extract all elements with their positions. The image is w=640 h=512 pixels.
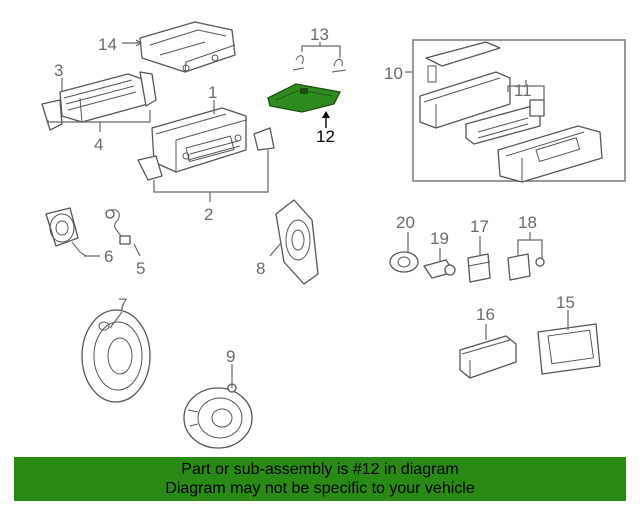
part-6-tweeter <box>45 207 87 257</box>
callout-6: 6 <box>104 247 113 266</box>
part-15-display-screen <box>537 323 601 375</box>
part-1-radio-unit <box>151 107 247 173</box>
part-17-relay <box>467 253 491 283</box>
part-12-circuit-board <box>267 83 341 113</box>
callout-15: 15 <box>556 293 575 312</box>
part-2-brackets <box>137 127 275 181</box>
part-5-harness <box>105 209 131 245</box>
callout-9: 9 <box>226 347 235 366</box>
callout-18: 18 <box>518 213 537 232</box>
parts-diagram: 14 3 4 13 12 1 2 10 <box>41 21 626 449</box>
callout-20: 20 <box>396 213 415 232</box>
callout-13: 13 <box>310 25 329 44</box>
callout-17: 17 <box>470 217 489 236</box>
part-10-control-assembly <box>419 41 511 129</box>
callout-16: 16 <box>476 305 495 324</box>
part-8-speaker-bracket <box>275 199 319 285</box>
part-13-clips <box>292 55 347 73</box>
callout-4: 4 <box>94 135 103 154</box>
callout-14: 14 <box>98 35 117 54</box>
part-14-tray <box>139 21 236 73</box>
part-20-sensor <box>389 251 419 273</box>
callout-12: 12 <box>316 127 335 146</box>
part-3-amplifier <box>41 71 157 131</box>
part-18-switch <box>507 253 545 281</box>
info-banner: Part or sub-assembly is #12 in diagram D… <box>14 457 626 501</box>
callout-1: 1 <box>208 83 217 102</box>
callout-2: 2 <box>204 205 213 224</box>
banner-line-1: Part or sub-assembly is #12 in diagram <box>181 461 459 478</box>
callout-10: 10 <box>384 64 403 83</box>
part-11-display-panel <box>497 125 603 183</box>
part-16-module <box>459 335 517 379</box>
part-11-switch-panel <box>465 99 545 145</box>
part-19-sensor <box>423 259 456 279</box>
part-7-speaker <box>81 309 151 403</box>
callout-19: 19 <box>430 229 449 248</box>
banner-line-2: Diagram may not be specific to your vehi… <box>165 480 475 497</box>
part-9-speaker <box>183 383 253 449</box>
callout-8: 8 <box>256 259 265 278</box>
callout-7: 7 <box>118 295 127 314</box>
callout-5: 5 <box>136 259 145 278</box>
callout-3: 3 <box>54 61 63 80</box>
callout-11: 11 <box>514 81 532 100</box>
